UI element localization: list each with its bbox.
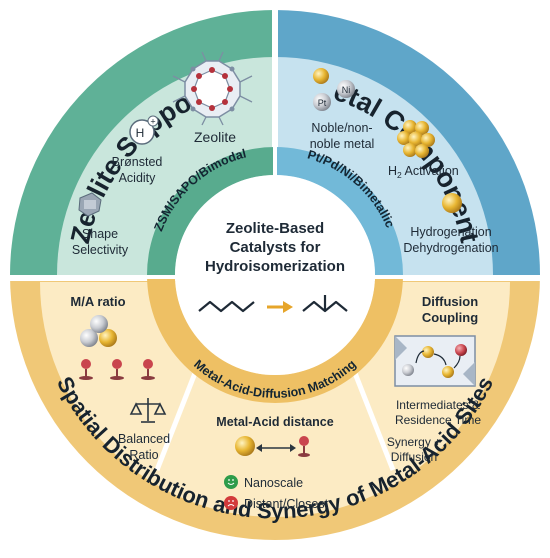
reaction-arrow-icon — [267, 301, 293, 313]
svg-text:Ni: Ni — [342, 85, 351, 95]
acid-sites-icon — [79, 359, 155, 380]
dehydrogenation-label: Dehydrogenation — [403, 241, 498, 255]
noble-label-line2: noble metal — [310, 137, 375, 151]
bronsted-label-line1: Brønsted — [112, 155, 163, 169]
hydrogenation-particle — [442, 193, 462, 213]
intermediates-line2: Residence Time — [395, 413, 481, 427]
pt-particle: Pt — [313, 93, 331, 111]
synergy-line1: Synergy + — [387, 435, 441, 449]
pore-diffusion-icon — [394, 335, 476, 387]
svg-text:H: H — [136, 126, 145, 140]
smile-icon — [224, 475, 238, 489]
shape-label-line1: Shape — [82, 227, 118, 241]
balance-scale-icon — [129, 398, 167, 423]
gold-metal-particle — [313, 68, 329, 84]
proton-icon: H + — [129, 115, 159, 145]
metal-particles-icon — [80, 315, 117, 347]
bronsted-label-line2: Acidity — [119, 171, 157, 185]
svg-text:+: + — [150, 117, 155, 127]
nanoscale-label: Nanoscale — [244, 476, 303, 490]
shape-selectivity-icon — [78, 192, 102, 217]
ring-zeolite — [147, 147, 275, 275]
zeolite-framework-icon — [172, 51, 253, 126]
center-title-line2: Catalysts for — [230, 239, 321, 256]
shape-label-line2: Selectivity — [72, 243, 129, 257]
h2-activation-label: H2 Activation — [388, 164, 459, 180]
intermediates-line1: Intermediates & — [396, 398, 480, 412]
ma-ratio-title: M/A ratio — [70, 294, 125, 309]
ni-particle: Ni — [337, 80, 355, 98]
center-title-line3: Hydroisomerization — [205, 258, 345, 275]
ring-metal — [275, 147, 403, 275]
divider-right — [350, 367, 396, 471]
frown-icon — [224, 496, 238, 510]
diffusion-title-line2: Coupling — [422, 310, 478, 325]
distance-title: Metal-Acid distance — [216, 415, 333, 429]
diffusion-title-line1: Diffusion — [422, 294, 478, 309]
distance-acid-site-icon — [298, 436, 310, 457]
distance-metal-particle — [235, 436, 255, 456]
ring-matching — [147, 275, 403, 403]
zeolite-label: Zeolite — [194, 129, 236, 145]
balanced-ratio-line2: Ratio — [129, 448, 158, 462]
distant-label: Distant/Closest — [244, 497, 329, 511]
noble-label-line1: Noble/non- — [311, 121, 372, 135]
hydrogenation-label: Hydrogenation — [410, 225, 491, 239]
divider-left — [154, 367, 200, 471]
center-disc — [175, 175, 375, 375]
balanced-ratio-line1: Balanced — [118, 432, 170, 446]
center-title-line1: Zeolite-Based — [226, 220, 324, 237]
linear-alkane-icon — [198, 300, 255, 313]
synergy-line2: Diffusion — [391, 450, 437, 464]
double-arrow-icon — [256, 444, 296, 452]
svg-text:Pt: Pt — [318, 98, 327, 108]
gold-cluster-icon — [397, 120, 435, 158]
